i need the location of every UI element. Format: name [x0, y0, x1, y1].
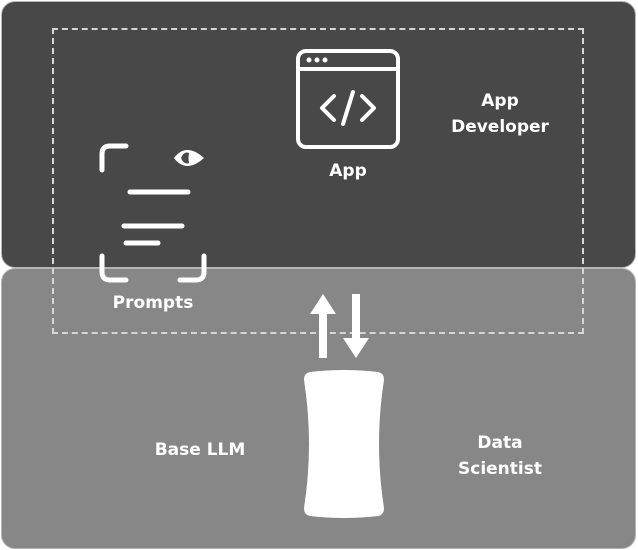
- llm-block: [304, 370, 384, 518]
- app-developer-layer: [1, 1, 636, 268]
- application-boundary: [52, 28, 584, 334]
- base-llm-label: Base LLM: [154, 440, 246, 460]
- data-scientist-label: Data Scientist: [458, 433, 542, 479]
- prompts-label: Prompts: [112, 293, 194, 313]
- app-label: App: [329, 161, 367, 181]
- app-window-code-icon: [296, 49, 400, 149]
- bidirectional-arrows-icon: [310, 294, 369, 358]
- app-developer-label: App Developer: [451, 91, 549, 137]
- prompt-scan-icon: [99, 143, 207, 283]
